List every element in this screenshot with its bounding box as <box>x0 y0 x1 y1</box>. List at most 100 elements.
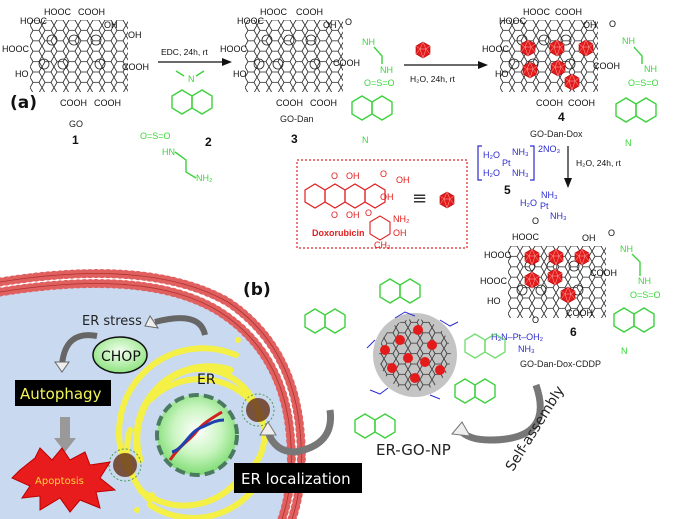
dox-oh1: OH <box>346 171 360 181</box>
cddp-hooc-top2: HOOC <box>484 250 512 260</box>
reaction-condition-1: EDC, 24h, rt <box>161 47 208 57</box>
reaction-arrow-1: EDC, 24h, rt <box>158 47 232 66</box>
godan-cooh-top: COOH <box>296 7 323 17</box>
chop-node <box>92 336 148 374</box>
compound-number-3: 3 <box>291 132 298 146</box>
cell-illustration: ER stress CHOP ER Autophagy Apoptosis (b… <box>0 269 362 519</box>
compound-number-1: 1 <box>72 133 79 147</box>
er-localization-label: ER localization <box>241 470 351 488</box>
er-localization-arrow <box>264 409 335 456</box>
cddp-ho-left: HO <box>487 296 501 306</box>
go-hooc-top1: HOOC <box>44 7 72 17</box>
equivalence-symbol: ≡ <box>412 188 427 209</box>
godan-so2: O=S=O <box>364 78 395 88</box>
cddp-cooh-right: COOH <box>590 268 617 278</box>
godan-nh2: NH <box>380 65 393 75</box>
gdd-cooh-bottom2: COOH <box>568 98 595 108</box>
apoptosis-burst <box>11 447 117 513</box>
compound-pt-aqua: H₂O NH₃ Pt H₂O NH₃ 2NO₃ 5 <box>477 144 561 197</box>
dox-o1: O <box>331 171 338 181</box>
nucleus <box>155 393 239 477</box>
gdd-hooc-top2: HOOC <box>499 16 527 26</box>
pt5-counterion: 2NO₃ <box>538 144 561 154</box>
pt5-pt: Pt <box>502 158 511 168</box>
nanoparticle-cluster-right <box>241 393 275 427</box>
autophagy-box <box>15 380 111 406</box>
gdd-hooc-top1: HOOC <box>523 7 551 17</box>
gdd-name: GO-Dan-Dox <box>530 129 583 139</box>
er-go-np-nanoparticle: ER-GO-NP <box>304 278 506 459</box>
gdd-n: N <box>625 138 632 148</box>
godan-nh1: NH <box>362 37 375 47</box>
godan-name: GO-Dan <box>280 114 314 124</box>
dox-icon-legend <box>439 191 455 209</box>
go-oh-top: OH <box>104 20 118 30</box>
compound-number-4: 4 <box>558 110 565 124</box>
cddp-h2o-top: H₂O <box>520 198 537 208</box>
pt5-h2o-1: H₂O <box>483 150 500 160</box>
godan-hooc-left: HOOC <box>220 44 248 54</box>
go-cooh-bottom2: COOH <box>94 98 121 108</box>
cddp-nh2: NH <box>638 276 651 286</box>
dansyl2-n: N <box>188 74 195 84</box>
godan-hooc-top1: HOOC <box>260 7 288 17</box>
er-stress-label: ER stress <box>82 314 142 329</box>
gdd-cooh-right: COOH <box>593 61 620 71</box>
cddp-nh3-bottom: NH₃ <box>518 344 535 354</box>
nanoparticle-cluster-left <box>108 448 142 482</box>
gdd-cooh-bottom1: COOH <box>536 98 563 108</box>
gdd-cooh-top: COOH <box>555 7 582 17</box>
pt5-h2o-2: H₂O <box>483 168 500 178</box>
autophagy-to-apoptosis-arrow <box>60 417 70 439</box>
compound-number-2: 2 <box>205 135 212 149</box>
chop-label: CHOP <box>101 349 141 365</box>
gdd-hooc-left: HOOC <box>482 44 510 54</box>
cddp-o-bottom: O <box>532 315 539 325</box>
reaction-arrow-2: H₂O, 24h, rt <box>404 41 488 84</box>
cddp-pt-bottom: H₃N–Pt–OH₂ <box>491 332 544 342</box>
go-name: GO <box>69 119 83 129</box>
er-label: ER <box>197 372 216 388</box>
cddp-so2: O=S=O <box>630 290 661 300</box>
er-localization-box <box>234 463 362 493</box>
cddp-oh: OH <box>582 233 596 243</box>
compound-number-6: 6 <box>570 325 577 339</box>
reaction-condition-2: H₂O, 24h, rt <box>410 74 456 84</box>
go-cooh-right: COOH <box>122 62 149 72</box>
compound-number-5: 5 <box>504 183 511 197</box>
dox-oh4: OH <box>346 210 360 220</box>
dansyl2-hn: HN <box>162 147 175 157</box>
cddp-cooh-bottom: COOH <box>566 308 593 318</box>
compound-go-dan-dox: HOOC COOH HOOC HOOC HO OH COOH COOH COOH… <box>482 7 659 148</box>
dansyl2-so2: O=S=O <box>140 131 171 141</box>
cddp-n: N <box>621 346 628 356</box>
gdd-nh1: NH <box>622 36 635 46</box>
cddp-name: GO-Dan-Dox-CDDP <box>520 359 601 369</box>
gdd-ho-left: HO <box>495 69 509 79</box>
panel-label-b: (b) <box>243 280 271 300</box>
go-cooh-top: COOH <box>78 7 105 17</box>
cddp-hooc-top: HOOC <box>512 232 540 242</box>
go-ho-left: HO <box>15 69 29 79</box>
doxorubicin-label: Doxorubicin <box>312 228 365 238</box>
compound-dansyl-linker: N O=S=O HN NH₂ 2 <box>140 70 213 183</box>
pt5-nh3-2: NH₃ <box>512 168 529 178</box>
godan-cooh-right: COOH <box>333 58 360 68</box>
gdd-so2: O=S=O <box>628 78 659 88</box>
godan-ho-left: HO <box>233 69 247 79</box>
godan-n: N <box>362 135 369 145</box>
panel-label-a: (a) <box>10 93 37 113</box>
dox-o2: O <box>380 169 387 179</box>
doxorubicin-legend-box: O OH O OH OH O OH O NH₂ OH CH₃ Doxorubic… <box>296 159 468 250</box>
chop-to-autophagy-arrow <box>59 332 98 366</box>
dox-oh2: OH <box>396 175 410 185</box>
godan-cooh-bottom1: COOH <box>276 98 303 108</box>
dox-o4: O <box>365 208 372 218</box>
go-hooc-left: HOOC <box>2 44 30 54</box>
autophagy-label: Autophagy <box>20 385 102 403</box>
dox-icon-reagent <box>415 41 431 59</box>
dox-nh2: NH₂ <box>393 214 410 224</box>
dna-icon <box>168 410 225 461</box>
go-oh-right: OH <box>128 30 142 40</box>
